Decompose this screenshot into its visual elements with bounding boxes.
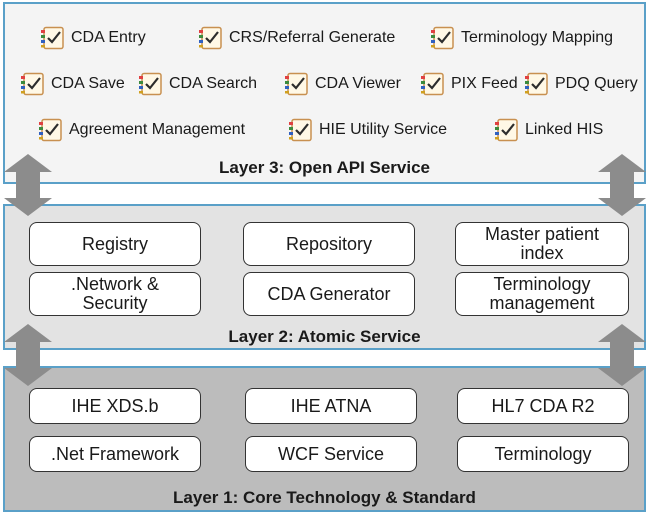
component-master-patient-index: Master patient index (455, 222, 629, 266)
layer2-panel: Registry Repository Master patient index… (3, 204, 646, 350)
component-cda-generator: CDA Generator (243, 272, 415, 316)
tech-terminology: Terminology (457, 436, 629, 472)
tech-net-framework: .Net Framework (29, 436, 201, 472)
api-label: CDA Search (169, 75, 258, 92)
checklist-icon (137, 72, 163, 96)
api-label: HIE Utility Service (319, 121, 448, 138)
standard-ihe-atna: IHE ATNA (245, 388, 417, 424)
api-cda-entry: CDA Entry (39, 26, 146, 50)
api-label: Linked HIS (525, 121, 604, 138)
checklist-icon (493, 118, 519, 142)
double-arrow-icon (4, 324, 52, 386)
double-arrow-icon (598, 154, 646, 216)
layer3-title: Layer 3: Open API Service (218, 158, 431, 177)
checklist-icon (39, 26, 65, 50)
checklist-icon (419, 72, 445, 96)
layer1-title: Layer 1: Core Technology & Standard (173, 488, 476, 507)
component-registry: Registry (29, 222, 201, 266)
tech-wcf-service: WCF Service (245, 436, 417, 472)
api-cda-viewer: CDA Viewer (283, 72, 401, 96)
component-terminology-management: Terminology management (455, 272, 629, 316)
standard-ihe-xds-b: IHE XDS.b (29, 388, 201, 424)
component-repository: Repository (243, 222, 415, 266)
api-label: CDA Entry (71, 29, 146, 46)
api-agreement-management: Agreement Management (37, 118, 245, 142)
api-pdq-query: PDQ Query (523, 72, 638, 96)
api-cda-search: CDA Search (137, 72, 257, 96)
checklist-icon (19, 72, 45, 96)
checklist-icon (429, 26, 455, 50)
double-arrow-icon (598, 324, 646, 386)
layer1-panel: IHE XDS.b IHE ATNA HL7 CDA R2 .Net Frame… (3, 366, 646, 512)
checklist-icon (283, 72, 309, 96)
checklist-icon (37, 118, 63, 142)
api-crs-referral-generate: CRS/Referral Generate (197, 26, 395, 50)
double-arrow-icon (4, 154, 52, 216)
layer2-title: Layer 2: Atomic Service (228, 327, 421, 346)
api-terminology-mapping: Terminology Mapping (429, 26, 613, 50)
standard-hl7-cda-r2: HL7 CDA R2 (457, 388, 629, 424)
api-pix-feed: PIX Feed (419, 72, 518, 96)
api-linked-his: Linked HIS (493, 118, 603, 142)
checklist-icon (197, 26, 223, 50)
layer3-panel: CDA Entry CRS/Referral Generate Terminol… (3, 2, 646, 184)
checklist-icon (287, 118, 313, 142)
api-label: CRS/Referral Generate (229, 29, 396, 46)
checklist-icon (523, 72, 549, 96)
api-cda-save: CDA Save (19, 72, 125, 96)
api-label: CDA Save (51, 75, 125, 92)
api-label: CDA Viewer (315, 75, 401, 92)
api-label: Terminology Mapping (461, 29, 614, 46)
component-network-security: .Network & Security (29, 272, 201, 316)
api-label: Agreement Management (69, 121, 246, 138)
api-label: PDQ Query (555, 75, 638, 92)
api-hie-utility-service: HIE Utility Service (287, 118, 447, 142)
api-label: PIX Feed (451, 75, 518, 92)
